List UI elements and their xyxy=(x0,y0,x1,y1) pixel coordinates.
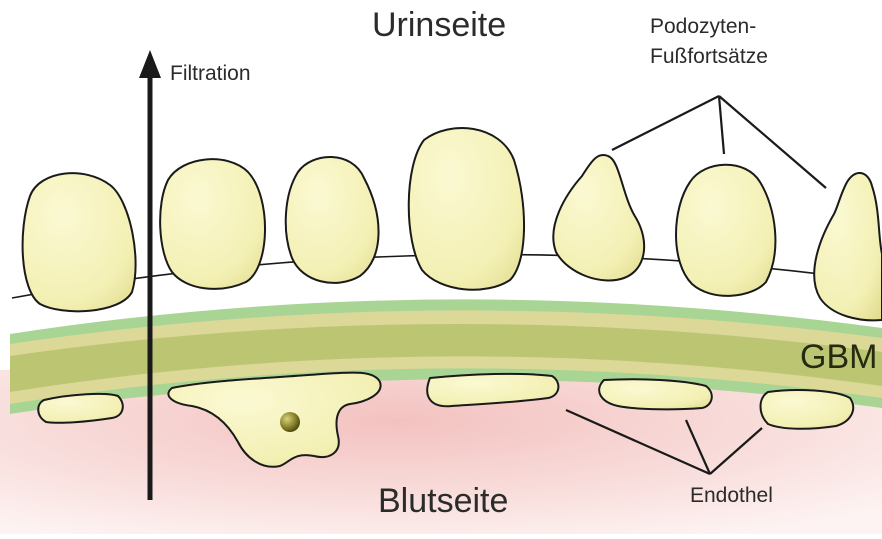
endothel-cell-1 xyxy=(38,394,123,423)
podocyte-foot-3 xyxy=(286,157,379,283)
podocyte-label-line-2: Fußfortsätze xyxy=(650,42,768,72)
podocyte-foot-7 xyxy=(814,173,882,320)
podocyte-foot-4 xyxy=(409,128,524,290)
endothel-label: Endothel xyxy=(690,484,773,508)
podocyte-foot-1 xyxy=(23,173,136,311)
urine-side-label: Urinseite xyxy=(372,6,506,45)
gbm-label: GBM xyxy=(800,338,877,377)
podocyte-foot-5 xyxy=(553,155,644,281)
blood-side-label: Blutseite xyxy=(378,482,508,521)
endothel-cell-5 xyxy=(761,390,854,429)
filtration-label: Filtration xyxy=(170,62,251,86)
endothel-cell-4 xyxy=(599,379,712,409)
podocyte-foot-6 xyxy=(676,165,775,296)
endothel-fenestra xyxy=(280,412,300,432)
podocyte-label-line-1: Podozyten- xyxy=(650,12,768,42)
podocyte-label: Podozyten- Fußfortsätze xyxy=(650,12,768,72)
filtration-arrow-head xyxy=(139,50,161,78)
podocyte-foot-2 xyxy=(160,159,265,289)
